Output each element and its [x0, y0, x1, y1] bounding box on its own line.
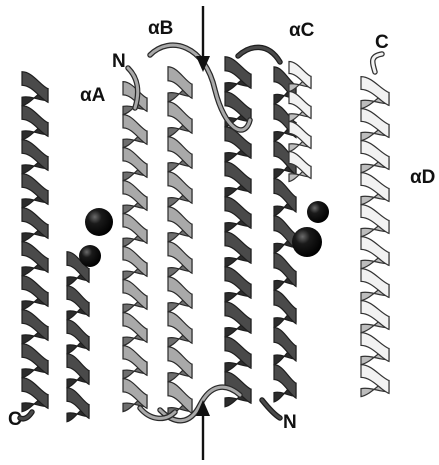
label-c-top: C [375, 32, 389, 53]
helix-a-outer [22, 72, 48, 412]
label-alpha-a: αA [80, 85, 106, 106]
loop-n-bottom [262, 400, 280, 418]
metal-ion-2 [79, 245, 101, 267]
label-n-bottom: N [283, 412, 297, 433]
helix-layer [22, 57, 389, 422]
label-n-top: N [112, 51, 126, 72]
label-c-bottom: C [8, 409, 22, 430]
metal-ion-4 [292, 227, 322, 257]
helix-d [361, 77, 389, 397]
label-alpha-b: αB [148, 18, 173, 39]
top-arrow [196, 6, 210, 72]
helix-b-left [123, 82, 147, 412]
helix-a-inner [67, 252, 89, 422]
label-alpha-c: αC [289, 20, 315, 41]
metal-ion-1 [85, 208, 113, 236]
helix-c-left [225, 57, 251, 407]
label-alpha-d: αD [410, 167, 435, 188]
helix-b-right [168, 67, 192, 417]
metal-ion-3 [307, 201, 329, 223]
